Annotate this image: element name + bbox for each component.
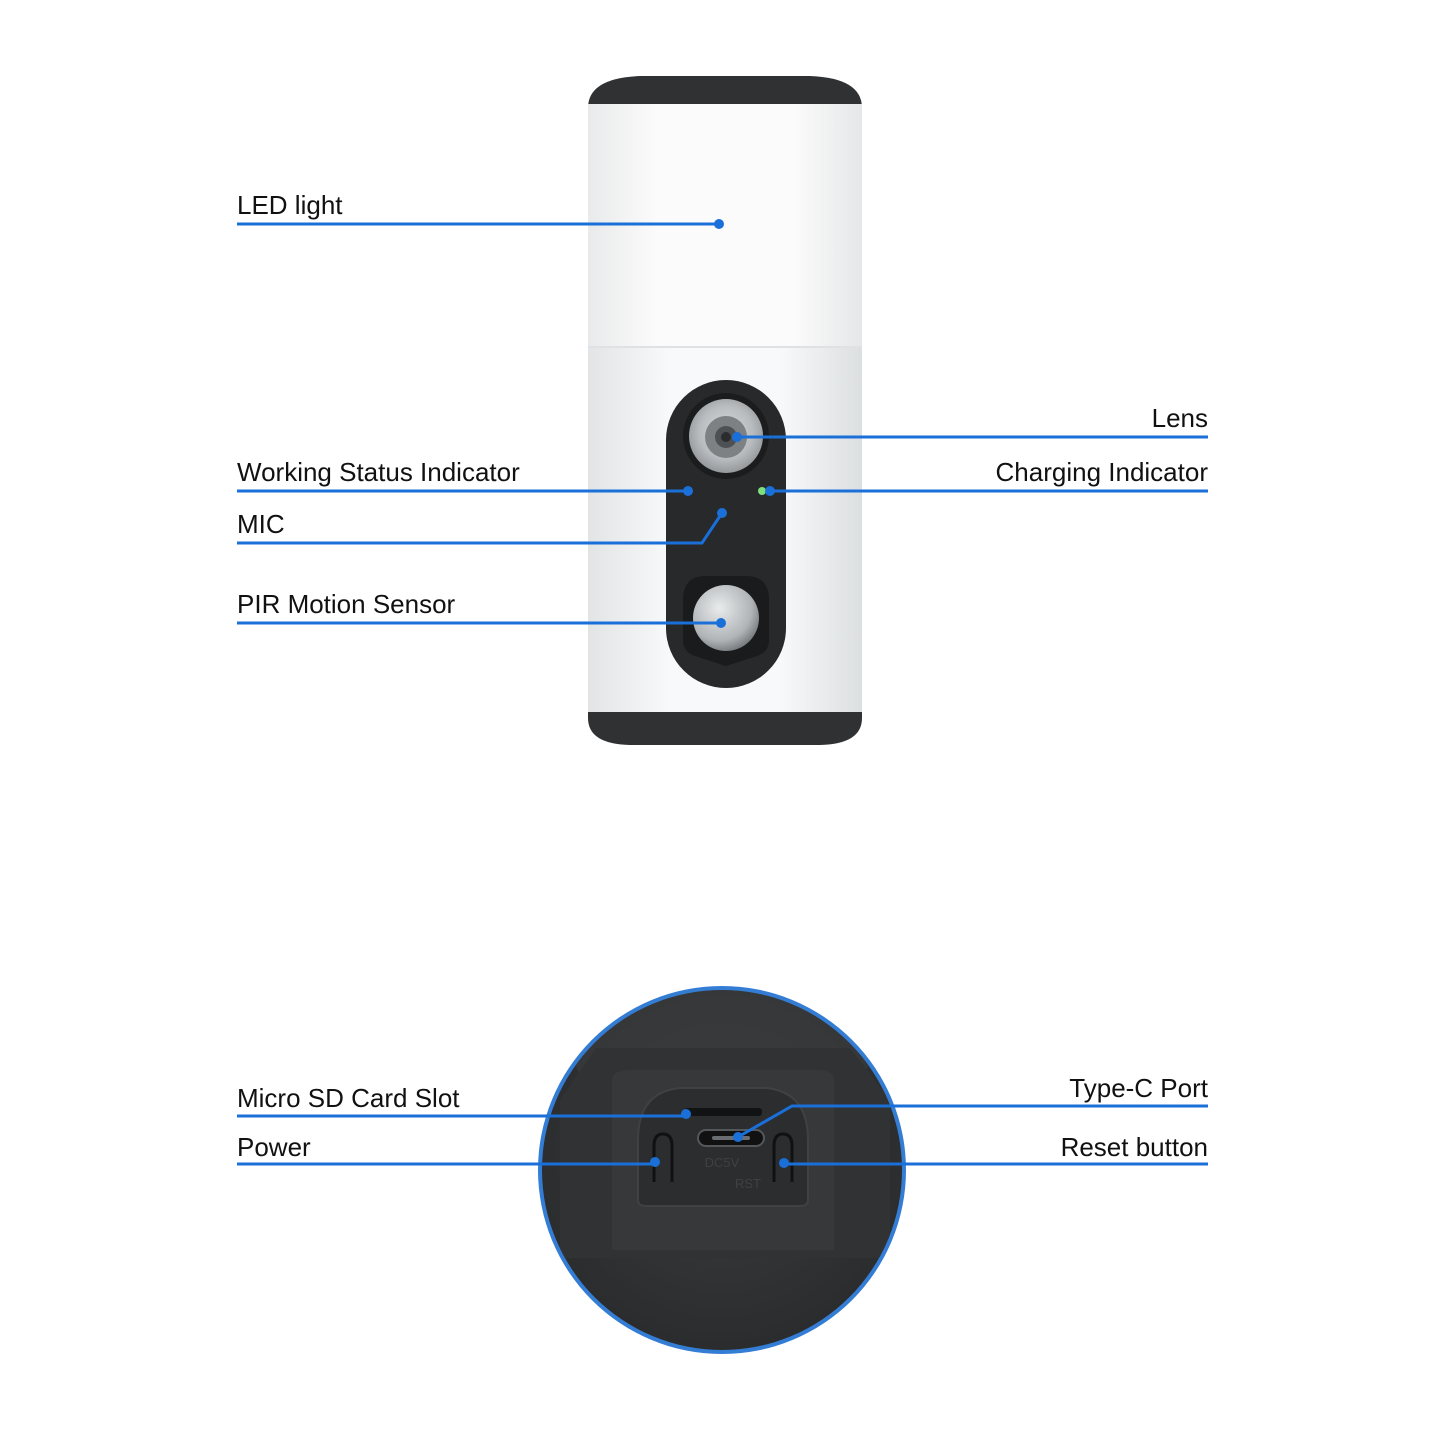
label-type-c: Type-C Port (1069, 1073, 1208, 1103)
bottom-cap (588, 712, 862, 745)
power-button (652, 1132, 674, 1182)
callouts (237, 222, 1208, 1166)
callout-mic (237, 512, 724, 545)
camera-front-view (588, 76, 862, 745)
reset-button (772, 1132, 794, 1182)
label-mic: MIC (237, 509, 285, 539)
callout-dots (650, 219, 789, 1168)
dot-lens (732, 432, 742, 442)
reset-marking: RST (735, 1176, 761, 1191)
dot-pir (716, 618, 726, 628)
dot-reset (779, 1158, 789, 1168)
charging-led (758, 487, 766, 495)
dot-sd-slot (681, 1109, 691, 1119)
label-charging: Charging Indicator (996, 457, 1209, 487)
label-led-light: LED light (237, 190, 343, 220)
dot-charging (765, 486, 775, 496)
dot-working-status (683, 486, 693, 496)
top-cap (588, 76, 862, 108)
callout-type-c (737, 1104, 1208, 1139)
dot-mic (717, 508, 727, 518)
dot-type-c (733, 1132, 743, 1142)
label-sd-slot: Micro SD Card Slot (237, 1083, 460, 1113)
label-pir: PIR Motion Sensor (237, 589, 456, 619)
led-diffuser (588, 104, 862, 348)
label-power: Power (237, 1132, 311, 1162)
port-marking: DC5V (705, 1155, 740, 1170)
dot-led-light (714, 219, 724, 229)
label-lens: Lens (1152, 403, 1208, 433)
label-reset: Reset button (1061, 1132, 1208, 1162)
pir-dome (693, 585, 759, 651)
micro-sd-slot (684, 1108, 762, 1116)
dot-power (650, 1157, 660, 1167)
label-working-status: Working Status Indicator (237, 457, 520, 487)
